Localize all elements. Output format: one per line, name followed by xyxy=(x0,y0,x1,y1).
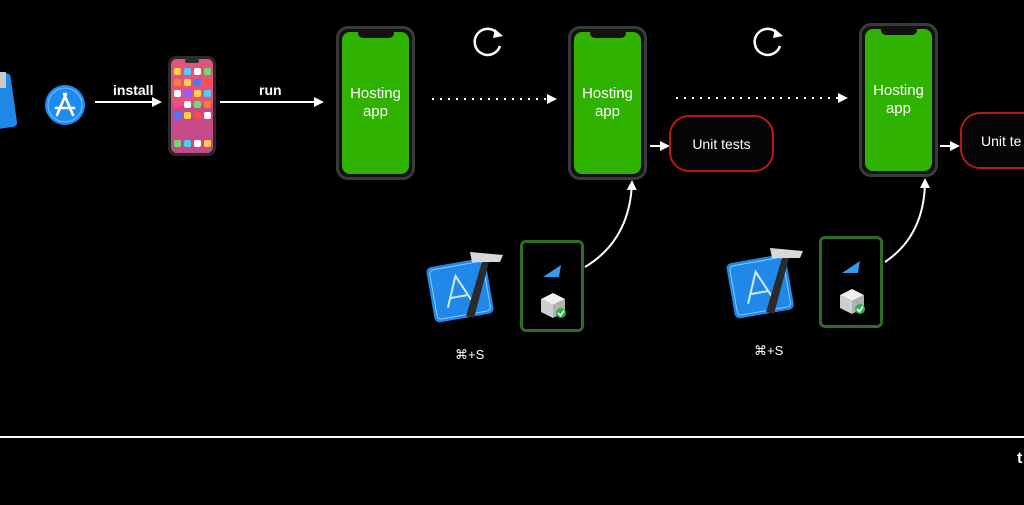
unit-tests-box: Unit tests xyxy=(669,115,774,172)
change-box xyxy=(520,240,584,332)
hosting-app-phone: Hosting app xyxy=(859,23,938,177)
hosting-app-label: Hosting app xyxy=(350,85,401,120)
unit-tests-label: Unit te xyxy=(981,132,1022,149)
reload-icon xyxy=(753,27,783,57)
hosting-app-phone: Hosting app xyxy=(568,26,647,180)
install-label: install xyxy=(113,82,154,98)
phone-icon xyxy=(168,56,216,156)
sdk-icon xyxy=(541,265,566,318)
hosting-app-label: Hosting app xyxy=(582,85,633,120)
xcode-icon xyxy=(426,252,503,323)
xcode-icon xyxy=(726,248,803,319)
unit-tests-box-cut: Unit te xyxy=(960,112,1024,169)
hosting-app-phone: Hosting app xyxy=(336,26,415,180)
phone-notch xyxy=(880,29,917,35)
time-label: t xyxy=(1017,450,1023,467)
change-box xyxy=(819,236,883,328)
hosting-app-label: Hosting app xyxy=(873,82,924,117)
run-label: run xyxy=(259,82,282,98)
timeline xyxy=(0,436,1024,438)
xcode-icon xyxy=(0,72,18,131)
app-store-icon xyxy=(45,85,85,125)
phone-notch xyxy=(357,32,394,38)
hosting-app-screen: Hosting app xyxy=(865,29,932,171)
hosting-app-screen: Hosting app xyxy=(574,32,641,174)
curve-arrow-1 xyxy=(584,180,637,268)
phone-notch xyxy=(589,32,626,38)
hosting-app-screen: Hosting app xyxy=(342,32,409,174)
save-shortcut: ⌘+S xyxy=(455,347,485,362)
sdk-icon xyxy=(840,261,865,314)
curve-arrow-2 xyxy=(884,178,930,263)
reload-icon xyxy=(473,27,503,57)
save-shortcut: ⌘+S xyxy=(754,343,784,358)
